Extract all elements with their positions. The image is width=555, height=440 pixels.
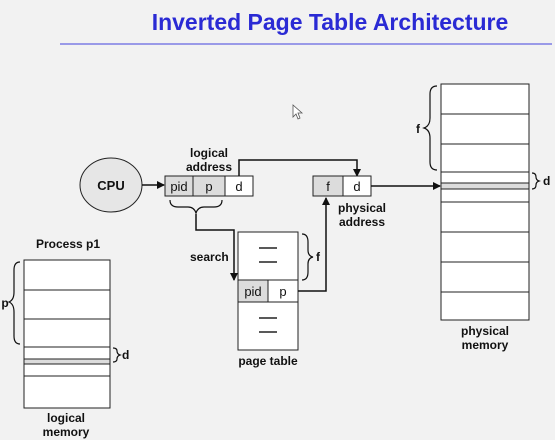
process-title: Process p1 [36,237,100,251]
cpu-node: CPU [79,157,143,213]
logical-address: logical address pid p d [164,146,254,197]
page-table: pid p page table f [237,231,321,368]
page-table-caption: page table [238,354,298,368]
physical-memory-caption-line1: physical [461,324,509,338]
search-arrow [195,214,238,281]
logical-address-caption-line1: logical [190,146,228,160]
page-table-p-label: p [279,284,286,299]
physical-memory-target-word [440,182,530,190]
process-page-brace [7,261,21,345]
logical-p-label: p [205,179,212,194]
page-table-index-brace [301,233,314,281]
physical-memory-offset-brace [531,172,541,190]
physical-memory-frame-brace [422,85,438,171]
frame-number-arrow [298,197,330,292]
logical-address-caption-line2: address [186,160,232,174]
process-offset-brace [112,347,122,363]
physical-d-label: d [353,179,360,194]
physical-memory-offset-label: d [543,174,550,188]
process-page-label: p [1,296,8,310]
process-memory-target-word [23,358,111,365]
process-caption-line2: memory [43,425,90,439]
offset-passthrough-arrow [238,159,361,177]
physical-address-caption-line1: physical [338,201,386,215]
physical-memory-caption-line2: memory [462,338,509,352]
process-logical-memory: Process p1 p d logical memory [1,237,129,439]
search-label: search [190,250,229,264]
process-memory-frame [23,259,111,409]
page-table-index-label: f [316,250,321,264]
logical-d-label: d [235,179,242,194]
physical-memory: f d physical memory [416,83,550,352]
physical-address: f d physical address [312,175,386,229]
page-table-pid-label: pid [244,284,261,299]
slide-title: Inverted Page Table Architecture [152,9,509,35]
cpu-label: CPU [97,178,124,193]
physical-f-label: f [326,179,330,194]
process-caption-line1: logical [47,411,85,425]
physical-address-caption-line2: address [339,215,385,229]
physical-memory-frame-label: f [416,122,421,136]
process-offset-label: d [122,348,129,362]
search-key-brace [169,199,223,215]
mouse-cursor-icon [292,104,304,120]
logical-pid-label: pid [170,179,187,194]
